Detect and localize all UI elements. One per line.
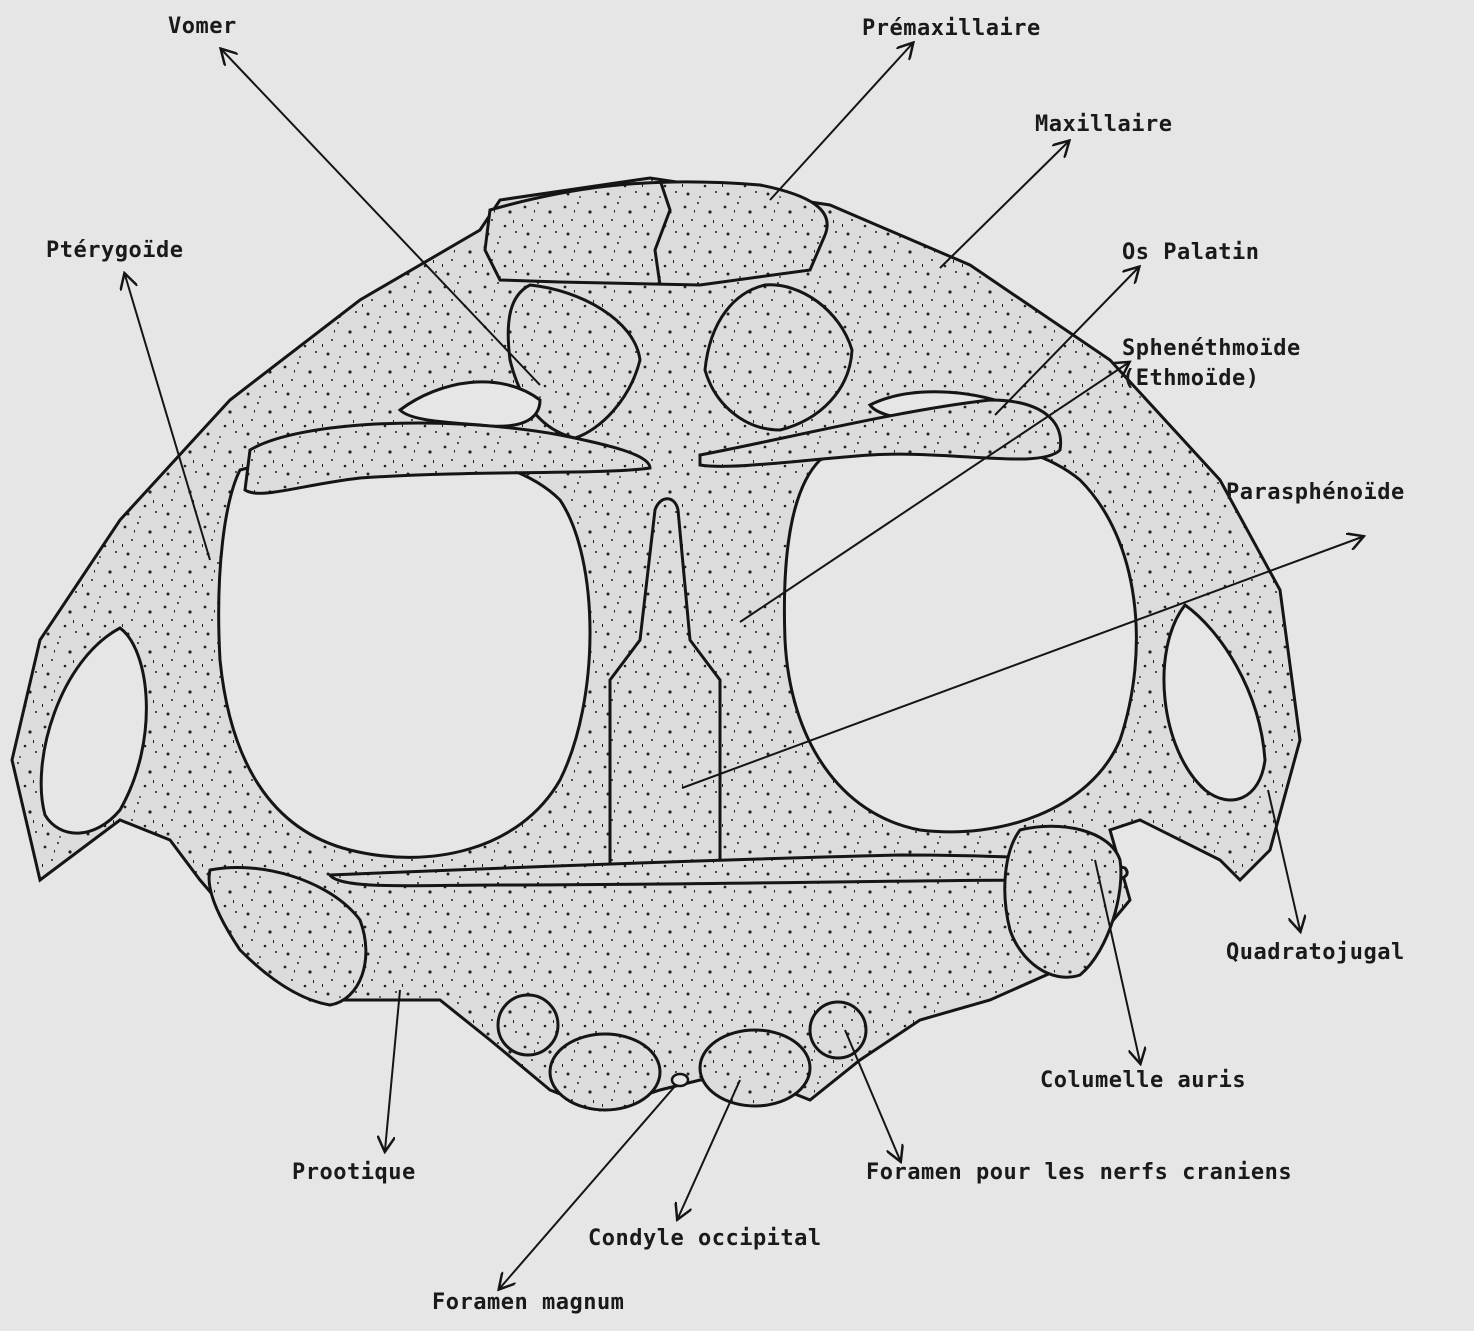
arrow-maxillaire: [940, 142, 1068, 268]
arrow-quadratojugal: [1268, 790, 1300, 930]
right-orbit: [784, 440, 1136, 832]
label-premaxillaire: Prémaxillaire: [862, 16, 1041, 42]
premaxillaire-bone: [485, 182, 827, 285]
foramen-left: [498, 995, 558, 1055]
label-condyle-occipital: Condyle occipital: [588, 1226, 822, 1252]
label-vomer: Vomer: [168, 14, 237, 40]
arrow-foramen-magnum: [500, 1085, 676, 1288]
label-quadratojugal: Quadratojugal: [1226, 940, 1405, 966]
label-os-palatin: Os Palatin: [1122, 240, 1259, 266]
condyle-right: [700, 1030, 810, 1106]
left-orbit: [219, 450, 590, 857]
foramen-magnum-dot: [672, 1074, 688, 1086]
arrow-condyle: [678, 1080, 740, 1218]
arrow-prootique: [385, 990, 400, 1150]
foramen-right: [810, 1002, 866, 1058]
arrow-premaxillaire: [770, 44, 912, 200]
label-ethmoide: (Ethmoïde): [1122, 366, 1259, 392]
condyle-left: [550, 1034, 660, 1110]
label-parasphenoide: Parasphénoïde: [1226, 480, 1405, 506]
label-foramen-magnum: Foramen magnum: [432, 1290, 624, 1316]
label-pterygoide: Ptérygoïde: [46, 238, 183, 264]
label-maxillaire: Maxillaire: [1035, 112, 1172, 138]
label-prootique: Prootique: [292, 1160, 416, 1186]
label-foramen-nerfs: Foramen pour les nerfs craniens: [866, 1160, 1292, 1186]
label-sphenethmoide: Sphenéthmoïde: [1122, 336, 1301, 362]
label-columelle-auris: Columelle auris: [1040, 1068, 1246, 1094]
